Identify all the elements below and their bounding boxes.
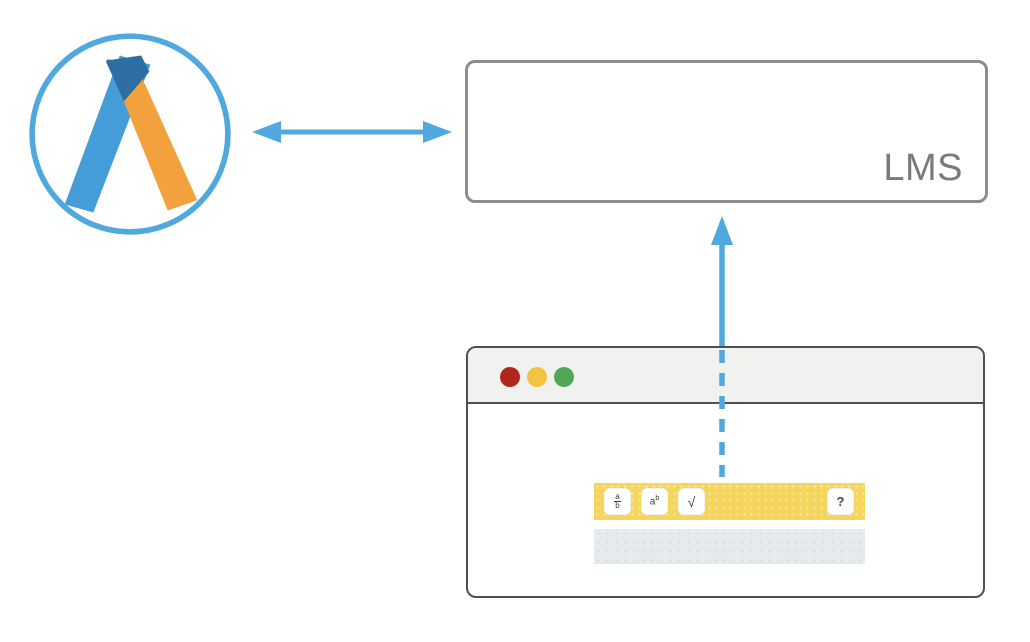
browser-window: a b ab √ ? xyxy=(466,346,985,598)
maximize-window-icon xyxy=(554,367,574,387)
bidirectional-arrow xyxy=(252,121,452,143)
question-mark-icon: ? xyxy=(836,494,845,509)
arrowhead-right-icon xyxy=(423,121,452,143)
lms-label: LMS xyxy=(883,147,963,189)
fraction-button[interactable]: a b xyxy=(604,488,631,515)
logo-overlap xyxy=(105,55,150,102)
logo-right-leg xyxy=(106,58,198,211)
square-root-button[interactable]: √ xyxy=(678,488,705,515)
answer-input-area[interactable] xyxy=(594,529,865,564)
power-icon: ab xyxy=(649,495,660,508)
browser-titlebar xyxy=(468,348,983,404)
minimize-window-icon xyxy=(527,367,547,387)
lms-box: LMS xyxy=(465,60,988,203)
close-window-icon xyxy=(500,367,520,387)
fraction-icon: a b xyxy=(614,491,621,510)
upload-arrow xyxy=(711,216,733,477)
abitti-logo xyxy=(29,33,231,235)
arrowhead-up-icon xyxy=(711,216,733,245)
square-root-icon: √ xyxy=(687,493,696,510)
math-toolbar: a b ab √ ? xyxy=(594,483,865,520)
help-button[interactable]: ? xyxy=(827,488,854,515)
power-button[interactable]: ab xyxy=(641,488,668,515)
arrowhead-left-icon xyxy=(252,121,281,143)
